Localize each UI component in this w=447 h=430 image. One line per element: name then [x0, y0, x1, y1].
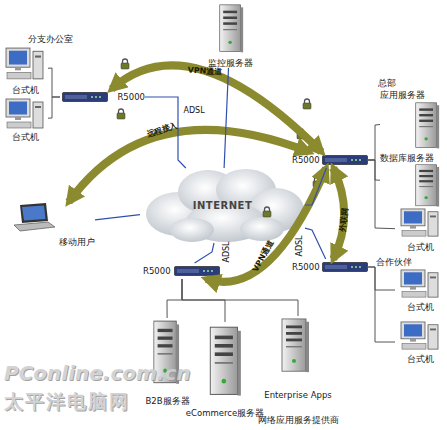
- group-label: 分支办公室: [28, 33, 73, 45]
- pc-node: 台式机: [3, 97, 48, 142]
- adsl-line: [95, 215, 140, 220]
- edge-label: ADSL: [222, 241, 231, 262]
- pc-icon: [6, 48, 43, 79]
- router-icon: [63, 93, 108, 102]
- router-icon: [175, 267, 220, 276]
- edge-label: VPN通道: [187, 66, 222, 77]
- node-label: INTERNET: [193, 201, 252, 211]
- node-label: 数据库服务器: [380, 153, 434, 163]
- pc-node: 台式机: [395, 320, 445, 364]
- router-node: R5000: [143, 263, 221, 279]
- pc-node: 台式机: [395, 268, 445, 312]
- server-icon: [220, 5, 243, 53]
- router-node: R5000: [292, 259, 367, 275]
- lock-icon: [263, 207, 271, 217]
- pc-icon: [401, 322, 438, 349]
- internet-cloud: [146, 169, 304, 242]
- group-label: 总部: [378, 77, 396, 89]
- node-label: R5000: [143, 266, 171, 276]
- internet-cloud-node: INTERNET: [140, 168, 305, 243]
- node-label: eCommerce服务器: [186, 408, 264, 418]
- laptop-icon: [14, 203, 55, 231]
- node-label: 台式机: [407, 354, 434, 364]
- node-label: R5000: [292, 155, 320, 165]
- router-icon: [323, 156, 368, 165]
- lock-icon: [303, 99, 311, 109]
- lan-wire: [367, 160, 380, 180]
- laptop-node: 移动用户: [10, 202, 95, 247]
- server-node: Enterprise Apps: [262, 316, 334, 400]
- node-label: 应用服务器: [380, 90, 425, 100]
- pc-node: 台式机: [3, 45, 48, 95]
- adsl-line: [145, 97, 186, 168]
- node-label: R5000: [117, 92, 145, 102]
- lan-wire: [367, 160, 395, 229]
- pc-icon: [401, 209, 438, 236]
- pc-icon: [6, 99, 43, 128]
- watermark: 太平洋电脑网: [4, 390, 130, 412]
- node-label: 台式机: [407, 302, 434, 312]
- group-label: 网络应用服务提供商: [258, 414, 339, 426]
- lan-wire: [367, 267, 395, 342]
- tunnel-arrow: [206, 168, 326, 282]
- server-icon: [416, 103, 439, 149]
- server-node: eCommerce服务器: [185, 322, 265, 418]
- lan-wire: [367, 125, 380, 161]
- adsl-line: [305, 168, 326, 205]
- pc-node: 台式机: [395, 207, 445, 252]
- node-label: Enterprise Apps: [264, 390, 331, 400]
- node-label: 台式机: [12, 85, 39, 95]
- server-icon: [282, 319, 309, 372]
- lan-wire: [182, 279, 298, 316]
- node-label: 台式机: [407, 242, 434, 252]
- lan-wire: [48, 97, 60, 118]
- pc-icon: [401, 270, 438, 297]
- tunnel-arrow: [69, 130, 309, 202]
- edge-label: 外联网: [338, 208, 349, 233]
- node-label: 台式机: [12, 132, 39, 142]
- lan-wire: [167, 279, 182, 318]
- edge-label: ADSL: [295, 235, 304, 256]
- router-node: R5000: [60, 89, 145, 105]
- adsl-line: [305, 228, 326, 259]
- lan-wire: [367, 267, 395, 290]
- server-node: 数据库服务器: [380, 153, 445, 210]
- router-icon: [323, 263, 368, 272]
- node-label: B2B服务器: [145, 396, 189, 406]
- group-label: 合作伙伴: [376, 256, 412, 268]
- adsl-line: [224, 68, 228, 168]
- edge-label: ADSL: [183, 106, 204, 115]
- lan-wire: [48, 68, 60, 97]
- watermark: PConline.com.cn: [4, 362, 191, 385]
- router-node: R5000: [292, 152, 367, 168]
- node-label: R5000: [292, 262, 320, 272]
- node-label: 移动用户: [59, 237, 95, 247]
- lock-icon: [117, 109, 125, 119]
- server-icon: [210, 327, 241, 395]
- lock-icon: [121, 59, 129, 69]
- server-icon: [416, 165, 439, 207]
- server-node: 监控服务器: [205, 2, 255, 68]
- server-node: 应用服务器: [380, 90, 445, 152]
- adsl-line: [195, 243, 214, 263]
